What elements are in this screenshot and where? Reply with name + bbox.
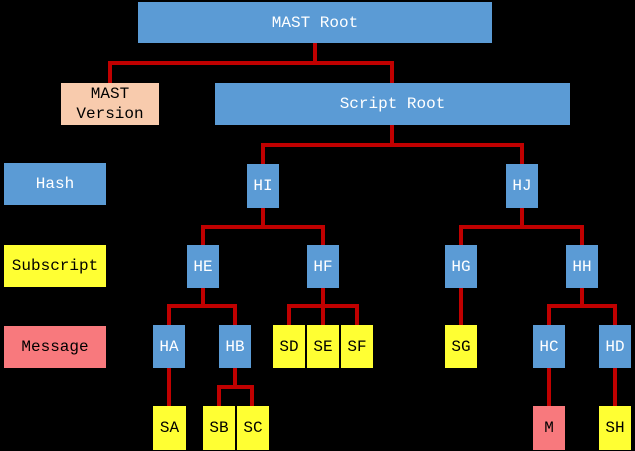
connector-line xyxy=(217,385,221,406)
connector-line xyxy=(547,304,551,325)
node-sa: SA xyxy=(153,406,186,450)
node-se: SE xyxy=(307,325,339,368)
node-sd: SD xyxy=(273,325,305,368)
connector-line xyxy=(287,304,291,325)
node-mast-version: MAST Version xyxy=(61,83,159,125)
connector-line xyxy=(233,368,237,389)
node-hf: HF xyxy=(307,245,339,288)
connector-line xyxy=(459,225,584,229)
legend-message: Message xyxy=(4,326,106,368)
connector-line xyxy=(167,304,171,325)
node-hg: HG xyxy=(445,245,477,288)
connector-line xyxy=(459,225,463,245)
node-hd: HD xyxy=(599,325,631,368)
connector-line xyxy=(261,208,265,229)
legend-hash: Hash xyxy=(4,163,106,205)
connector-line xyxy=(613,304,617,325)
connector-line xyxy=(167,368,171,406)
node-sh: SH xyxy=(599,406,631,450)
connector-line xyxy=(580,288,584,308)
node-hj: HJ xyxy=(506,164,538,208)
connector-line xyxy=(217,385,254,389)
connector-line xyxy=(613,368,617,406)
node-sg: SG xyxy=(445,325,477,368)
connector-line xyxy=(459,288,463,325)
connector-line xyxy=(321,304,325,325)
connector-line xyxy=(547,304,617,308)
connector-line xyxy=(547,368,551,406)
connector-line xyxy=(250,385,254,406)
node-he: HE xyxy=(187,245,219,288)
connector-line xyxy=(520,143,524,164)
connector-line xyxy=(108,61,112,83)
connector-line xyxy=(108,61,394,65)
node-hc: HC xyxy=(533,325,565,368)
node-sf: SF xyxy=(341,325,373,368)
node-hb: HB xyxy=(219,325,251,368)
node-script-root: Script Root xyxy=(215,83,570,125)
connector-line xyxy=(313,43,317,65)
connector-line xyxy=(580,225,584,245)
connector-line xyxy=(321,225,325,245)
connector-line xyxy=(261,143,524,147)
connector-line xyxy=(390,61,394,83)
node-sb: SB xyxy=(203,406,235,450)
node-hh: HH xyxy=(566,245,598,288)
connector-line xyxy=(321,288,325,308)
connector-line xyxy=(233,304,237,325)
connector-line xyxy=(201,225,325,229)
connector-line xyxy=(167,304,237,308)
connector-line xyxy=(520,208,524,229)
node-ha: HA xyxy=(153,325,185,368)
connector-line xyxy=(355,304,359,325)
connector-line xyxy=(201,225,205,245)
node-hi: HI xyxy=(247,164,279,208)
connector-line xyxy=(390,125,394,147)
connector-line xyxy=(201,288,205,308)
node-m: M xyxy=(533,406,565,450)
node-sc: SC xyxy=(237,406,269,450)
legend-subscript: Subscript xyxy=(4,245,106,287)
connector-line xyxy=(261,143,265,164)
node-mast-root: MAST Root xyxy=(138,2,492,43)
